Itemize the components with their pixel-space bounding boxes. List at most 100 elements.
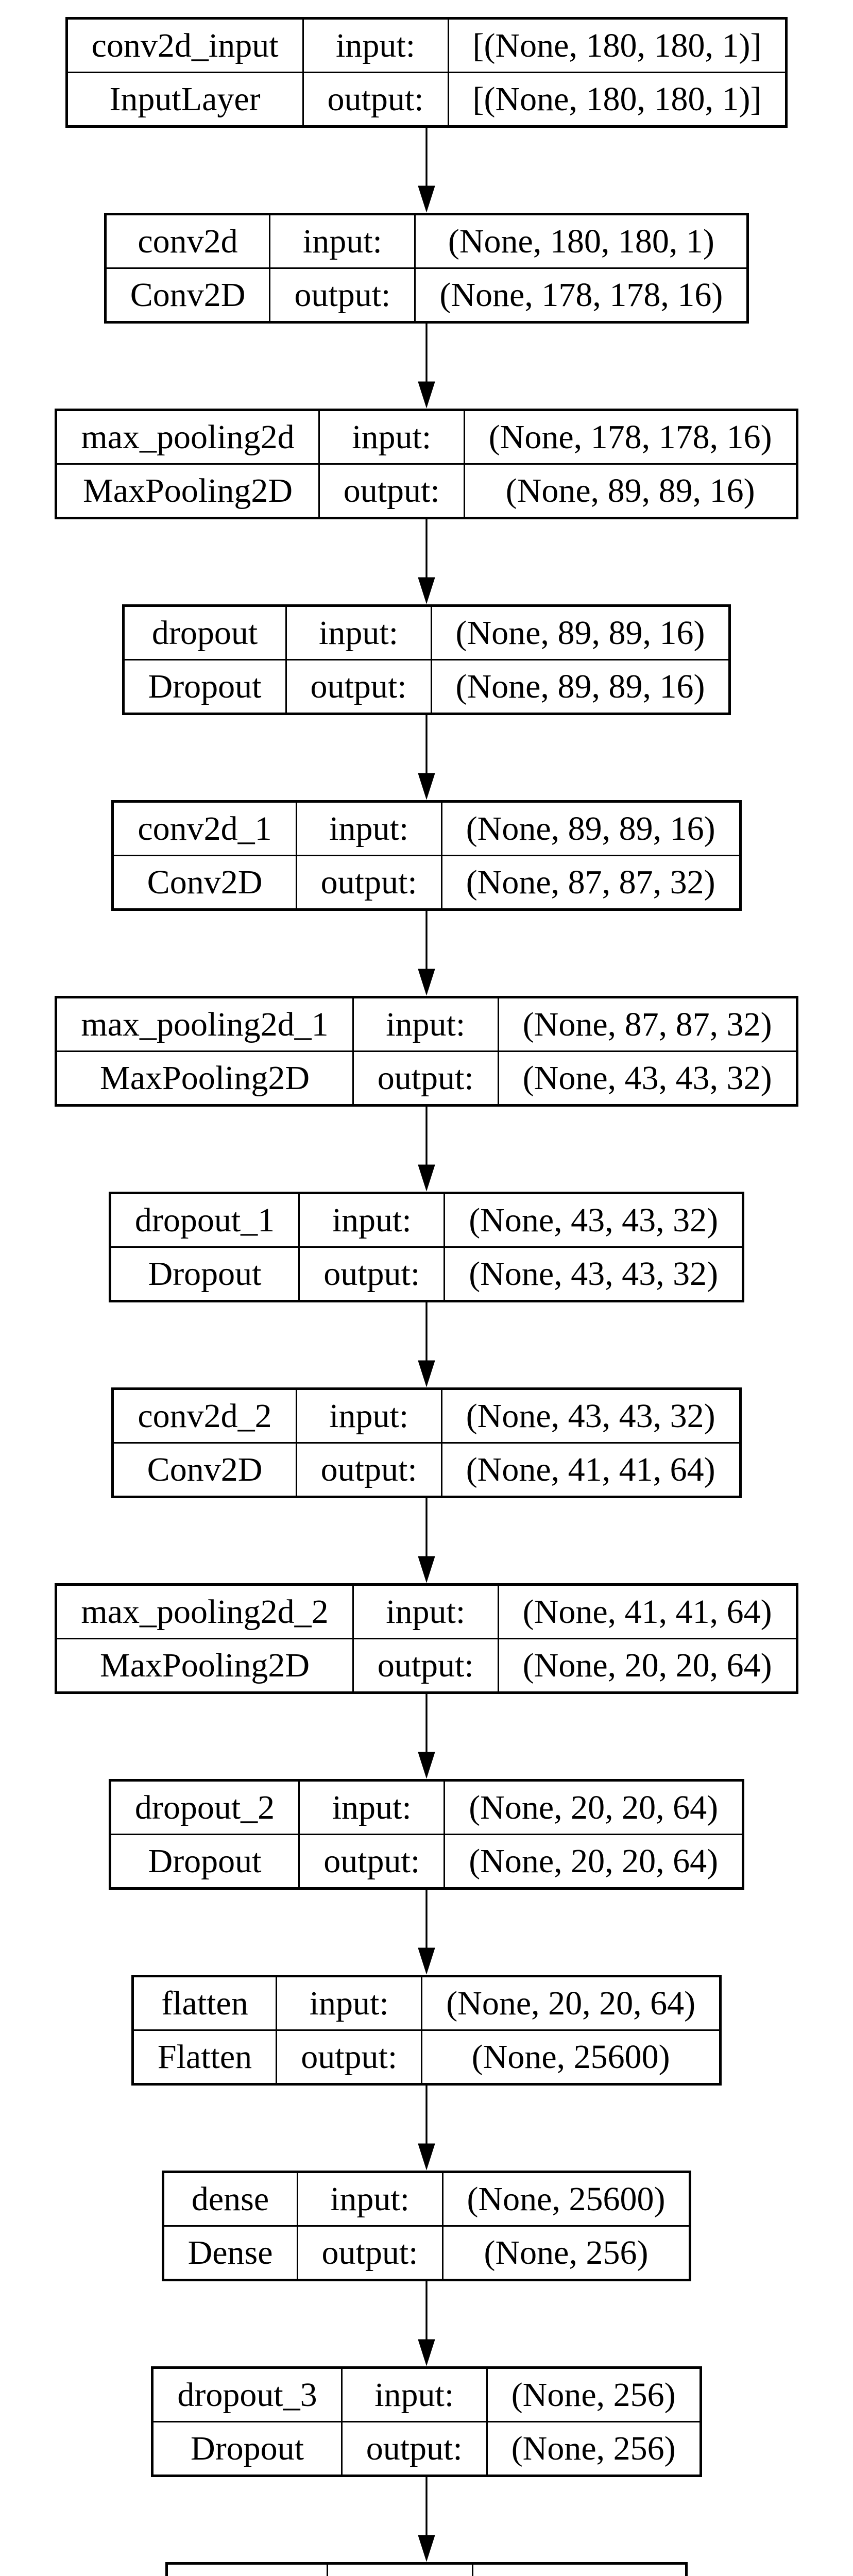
arrow-down-icon bbox=[418, 128, 435, 213]
input-label-cell: input: bbox=[352, 1584, 499, 1639]
input-label-cell: input: bbox=[276, 1975, 423, 2031]
input-label-cell: input: bbox=[285, 605, 432, 660]
arrow-down-icon bbox=[418, 911, 435, 996]
input-label-cell: input: bbox=[269, 213, 416, 269]
input-label-cell: input: bbox=[327, 2563, 474, 2576]
layer-input-row: max_pooling2d_2 input: (None, 41, 41, 64… bbox=[55, 1584, 798, 1639]
input-shape-cell: (None, 89, 89, 16) bbox=[440, 801, 741, 856]
layer-name-cell: conv2d_input bbox=[65, 18, 304, 73]
arrow-down-icon bbox=[418, 2477, 435, 2562]
input-label-cell: input: bbox=[352, 996, 499, 1052]
output-label-cell: output: bbox=[296, 2225, 443, 2281]
arrow-down-icon bbox=[418, 1498, 435, 1583]
layer-output-row: Dense output: (None, 256) bbox=[162, 2225, 691, 2281]
layer-output-row: InputLayer output: [(None, 180, 180, 1)] bbox=[65, 72, 788, 127]
layer-node-conv2d_1: conv2d_1 input: (None, 89, 89, 16) Conv2… bbox=[111, 800, 742, 911]
layer-input-row: max_pooling2d input: (None, 178, 178, 16… bbox=[55, 409, 798, 465]
arrow-down-icon bbox=[418, 715, 435, 800]
output-shape-cell: (None, 87, 87, 32) bbox=[440, 855, 741, 910]
layer-output-row: Dropout output: (None, 43, 43, 32) bbox=[109, 1246, 744, 1302]
layer-name-cell: dropout bbox=[122, 605, 287, 660]
layer-node-dense_1: dense_1 input: (None, 256) Dense output:… bbox=[165, 2562, 688, 2576]
layer-input-row: dropout_3 input: (None, 256) bbox=[151, 2367, 702, 2422]
layer-name-cell: max_pooling2d bbox=[55, 409, 320, 465]
output-label-cell: output: bbox=[298, 1834, 446, 1889]
layer-name-cell: conv2d_1 bbox=[112, 801, 297, 856]
input-shape-cell: (None, 89, 89, 16) bbox=[430, 605, 731, 660]
output-label-cell: output: bbox=[285, 659, 432, 715]
layer-class-cell: MaxPooling2D bbox=[55, 463, 320, 519]
output-shape-cell: (None, 89, 89, 16) bbox=[430, 659, 731, 715]
input-shape-cell: (None, 256) bbox=[486, 2367, 702, 2422]
arrow-down-icon bbox=[418, 2086, 435, 2171]
output-shape-cell: (None, 41, 41, 64) bbox=[440, 1442, 741, 1498]
output-shape-cell: (None, 25600) bbox=[421, 2029, 722, 2085]
layer-input-row: dropout input: (None, 89, 89, 16) bbox=[122, 605, 731, 660]
layer-output-row: MaxPooling2D output: (None, 20, 20, 64) bbox=[55, 1638, 798, 1693]
output-label-cell: output: bbox=[352, 1638, 499, 1693]
layer-node-max_pooling2d_2: max_pooling2d_2 input: (None, 41, 41, 64… bbox=[55, 1583, 798, 1694]
layer-name-cell: dense bbox=[162, 2171, 298, 2227]
layer-node-dense: dense input: (None, 25600) Dense output:… bbox=[161, 2171, 692, 2281]
layer-class-cell: Dropout bbox=[151, 2421, 343, 2477]
input-label-cell: input: bbox=[295, 1388, 442, 1444]
arrow-down-icon bbox=[418, 2281, 435, 2366]
layer-class-cell: InputLayer bbox=[65, 72, 304, 127]
output-label-cell: output: bbox=[298, 1246, 446, 1302]
layer-input-row: dense_1 input: (None, 256) bbox=[165, 2563, 688, 2576]
layer-input-row: conv2d_1 input: (None, 89, 89, 16) bbox=[112, 801, 741, 856]
input-label-cell: input: bbox=[298, 1780, 446, 1835]
layer-output-row: Conv2D output: (None, 178, 178, 16) bbox=[104, 267, 749, 323]
layer-node-dropout_2: dropout_2 input: (None, 20, 20, 64) Drop… bbox=[108, 1779, 745, 1890]
layer-node-dropout_1: dropout_1 input: (None, 43, 43, 32) Drop… bbox=[108, 1192, 745, 1302]
output-label-cell: output: bbox=[318, 463, 465, 519]
arrow-down-icon bbox=[418, 1890, 435, 1975]
layer-node-dropout: dropout input: (None, 89, 89, 16) Dropou… bbox=[122, 604, 731, 715]
input-shape-cell: (None, 41, 41, 64) bbox=[497, 1584, 798, 1639]
layer-name-cell: conv2d bbox=[104, 213, 271, 269]
output-shape-cell: (None, 256) bbox=[486, 2421, 702, 2477]
input-shape-cell: (None, 25600) bbox=[441, 2171, 691, 2227]
layer-output-row: Conv2D output: (None, 41, 41, 64) bbox=[112, 1442, 741, 1498]
layer-input-row: dense input: (None, 25600) bbox=[162, 2171, 691, 2227]
arrow-down-icon bbox=[418, 1694, 435, 1779]
layer-node-dropout_3: dropout_3 input: (None, 256) Dropout out… bbox=[151, 2366, 702, 2477]
layer-node-max_pooling2d: max_pooling2d input: (None, 178, 178, 16… bbox=[55, 409, 798, 519]
input-shape-cell: (None, 256) bbox=[472, 2563, 688, 2576]
input-shape-cell: (None, 43, 43, 32) bbox=[440, 1388, 741, 1444]
layer-name-cell: conv2d_2 bbox=[112, 1388, 297, 1444]
layer-class-cell: Conv2D bbox=[104, 267, 271, 323]
input-label-cell: input: bbox=[340, 2367, 488, 2422]
layer-class-cell: Dropout bbox=[109, 1834, 300, 1889]
output-label-cell: output: bbox=[352, 1050, 499, 1106]
input-shape-cell: [(None, 180, 180, 1)] bbox=[447, 18, 788, 73]
layer-class-cell: Dropout bbox=[122, 659, 287, 715]
input-shape-cell: (None, 20, 20, 64) bbox=[443, 1780, 744, 1835]
layer-input-row: conv2d_2 input: (None, 43, 43, 32) bbox=[112, 1388, 741, 1444]
output-label-cell: output: bbox=[295, 855, 442, 910]
output-label-cell: output: bbox=[276, 2029, 423, 2085]
arrow-down-icon bbox=[418, 324, 435, 409]
layer-output-row: Dropout output: (None, 256) bbox=[151, 2421, 702, 2477]
layer-class-cell: Conv2D bbox=[112, 855, 297, 910]
input-shape-cell: (None, 87, 87, 32) bbox=[497, 996, 798, 1052]
layer-input-row: conv2d_input input: [(None, 180, 180, 1)… bbox=[65, 18, 788, 73]
layer-node-conv2d: conv2d input: (None, 180, 180, 1) Conv2D… bbox=[104, 213, 749, 324]
layer-class-cell: MaxPooling2D bbox=[55, 1638, 354, 1693]
layer-name-cell: dropout_2 bbox=[109, 1780, 300, 1835]
layer-input-row: dropout_1 input: (None, 43, 43, 32) bbox=[109, 1192, 744, 1248]
layer-name-cell: dropout_1 bbox=[109, 1192, 300, 1248]
layer-class-cell: Dropout bbox=[109, 1246, 300, 1302]
input-shape-cell: (None, 180, 180, 1) bbox=[414, 213, 749, 269]
arrow-down-icon bbox=[418, 1302, 435, 1387]
layer-node-max_pooling2d_1: max_pooling2d_1 input: (None, 87, 87, 32… bbox=[55, 996, 798, 1107]
layer-node-conv2d_input: conv2d_input input: [(None, 180, 180, 1)… bbox=[65, 17, 788, 128]
layer-input-row: flatten input: (None, 20, 20, 64) bbox=[131, 1975, 722, 2031]
output-shape-cell: (None, 256) bbox=[441, 2225, 691, 2281]
layer-input-row: conv2d input: (None, 180, 180, 1) bbox=[104, 213, 749, 269]
output-shape-cell: (None, 43, 43, 32) bbox=[443, 1246, 744, 1302]
layer-output-row: Conv2D output: (None, 87, 87, 32) bbox=[112, 855, 741, 910]
layer-name-cell: dense_1 bbox=[165, 2563, 329, 2576]
output-label-cell: output: bbox=[295, 1442, 442, 1498]
